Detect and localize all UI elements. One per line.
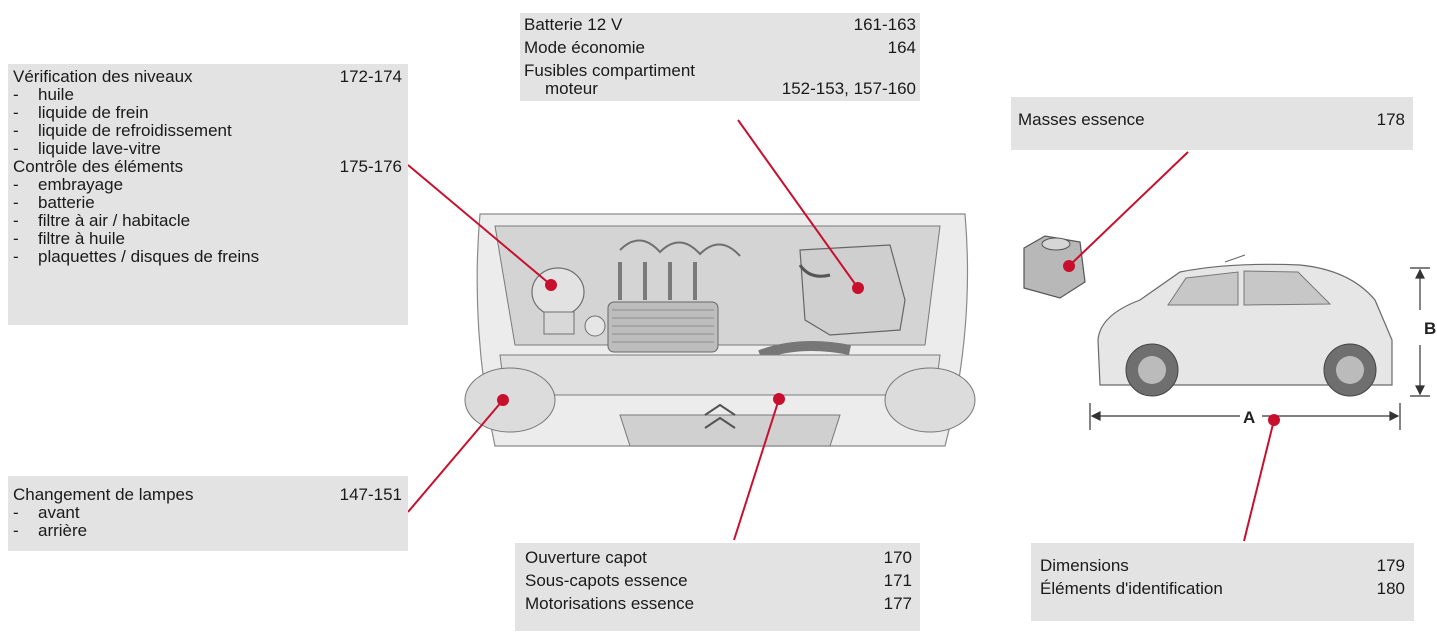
components-title: Contrôle des éléments — [13, 157, 184, 176]
bonnet-open-label: Ouverture capot — [525, 548, 647, 567]
bonnet-open-row: Ouverture capot 170 — [525, 549, 912, 567]
battery-info-box: Batterie 12 V 161-163 Mode économie 164 … — [520, 13, 920, 101]
fuel-mass-label: Masses essence — [1018, 110, 1145, 129]
list-item: -avant — [13, 504, 402, 522]
battery-label: Batterie 12 V — [524, 15, 623, 34]
economy-mode-row: Mode économie 164 — [524, 39, 916, 57]
list-item: -huile — [13, 86, 402, 104]
fuel-mass-illustration — [1023, 235, 1086, 299]
under-bonnet-pages: 171 — [883, 571, 912, 590]
levels-title-row: Vérification des niveaux 172-174 — [13, 68, 402, 86]
list-item: -liquide de refroidissement — [13, 122, 402, 140]
dash: - — [13, 175, 19, 194]
lamps-title-row: Changement de lampes 147-151 — [13, 486, 402, 504]
engines-row: Motorisations essence 177 — [525, 595, 912, 613]
battery-pages: 161-163 — [853, 15, 916, 34]
levels-title: Vérification des niveaux — [13, 67, 193, 86]
bonnet-open-pages: 170 — [883, 548, 912, 567]
dash: - — [13, 85, 19, 104]
list-item: -filtre à huile — [13, 230, 402, 248]
fuses-line1: Fusibles compartiment — [524, 61, 696, 80]
components-title-row: Contrôle des éléments 175-176 — [13, 158, 402, 176]
identification-pages: 180 — [1376, 579, 1405, 598]
components-item-clutch: embrayage — [38, 175, 124, 194]
dash: - — [13, 139, 19, 158]
fuses-line2: moteur — [545, 79, 598, 98]
components-item-battery: batterie — [38, 193, 95, 212]
lamps-title: Changement de lampes — [13, 485, 194, 504]
battery-row: Batterie 12 V 161-163 — [524, 16, 916, 34]
dash: - — [13, 193, 19, 212]
fuel-mass-row: Masses essence 178 — [1018, 111, 1405, 129]
lamp-change-box: Changement de lampes 147-151 -avant -arr… — [8, 476, 408, 551]
economy-mode-label: Mode économie — [524, 38, 645, 57]
identification-row: Éléments d'identification 180 — [1040, 580, 1405, 598]
dimensions-label: Dimensions — [1040, 556, 1129, 575]
dash: - — [13, 211, 19, 230]
dimensions-box: Dimensions 179 Éléments d'identification… — [1031, 543, 1414, 621]
dimensions-row: Dimensions 179 — [1040, 557, 1405, 575]
list-item: -arrière — [13, 522, 402, 540]
components-pages: 175-176 — [339, 157, 402, 176]
dash: - — [13, 521, 19, 540]
lamps-item-rear: arrière — [38, 521, 88, 540]
bonnet-box: Ouverture capot 170 Sous-capots essence … — [515, 543, 920, 631]
list-item: -plaquettes / disques de freins — [13, 248, 402, 266]
fuses-row: moteur 152-153, 157-160 — [524, 80, 916, 98]
leader-lines — [407, 119, 1280, 542]
engine-bay-illustration — [464, 213, 976, 447]
lamps-item-front: avant — [38, 503, 80, 522]
components-item-oil-filter: filtre à huile — [38, 229, 125, 248]
fuel-mass-pages: 178 — [1376, 110, 1405, 129]
dash: - — [13, 121, 19, 140]
dash: - — [13, 103, 19, 122]
under-bonnet-label: Sous-capots essence — [525, 571, 688, 590]
identification-label: Éléments d'identification — [1040, 579, 1223, 598]
list-item: -liquide lave-vitre — [13, 140, 402, 158]
fuses-pages: 152-153, 157-160 — [781, 79, 916, 98]
car-side-illustration — [1097, 254, 1393, 397]
list-item: -liquide de frein — [13, 104, 402, 122]
list-item: -embrayage — [13, 176, 402, 194]
levels-item-oil: huile — [38, 85, 74, 104]
levels-check-box: Vérification des niveaux 172-174 -huile … — [8, 64, 408, 325]
levels-item-washer-fluid: liquide lave-vitre — [38, 139, 161, 158]
engines-pages: 177 — [883, 594, 912, 613]
components-item-air-filter: filtre à air / habitacle — [38, 211, 191, 230]
economy-mode-pages: 164 — [887, 38, 916, 57]
components-item-brakes: plaquettes / disques de freins — [38, 247, 260, 266]
engines-label: Motorisations essence — [525, 594, 695, 613]
dimension-arrows — [1089, 267, 1430, 430]
dash: - — [13, 503, 19, 522]
levels-pages: 172-174 — [339, 67, 402, 86]
dash: - — [13, 229, 19, 248]
dash: - — [13, 247, 19, 266]
levels-item-brake-fluid: liquide de frein — [38, 103, 149, 122]
lamps-pages: 147-151 — [339, 485, 402, 504]
under-bonnet-row: Sous-capots essence 171 — [525, 572, 912, 590]
list-item: -filtre à air / habitacle — [13, 212, 402, 230]
dimensions-pages: 179 — [1376, 556, 1405, 575]
fuel-mass-box: Masses essence 178 — [1011, 97, 1413, 150]
dimension-label-b: B — [1424, 319, 1436, 338]
list-item: -batterie — [13, 194, 402, 212]
levels-item-coolant: liquide de refroidissement — [38, 121, 232, 140]
dimension-label-a: A — [1243, 408, 1255, 427]
